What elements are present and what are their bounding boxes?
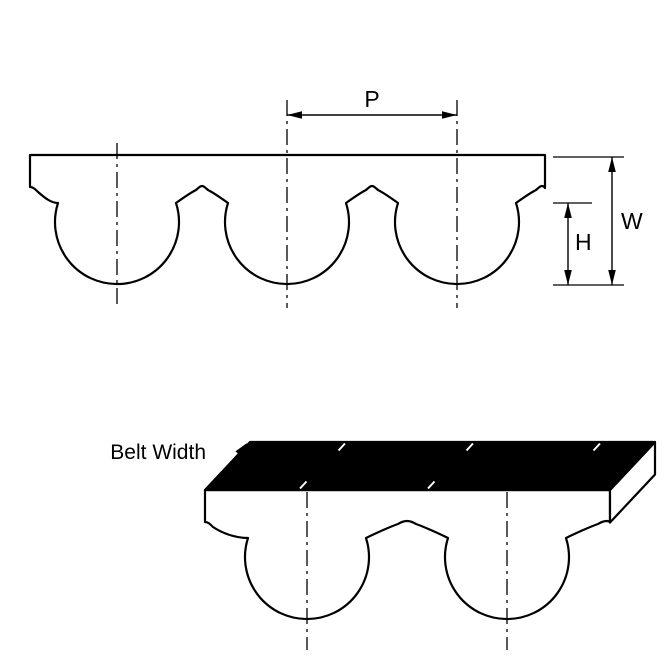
segment-tick-back-2 bbox=[465, 442, 474, 452]
segment-tick-back-3 bbox=[592, 442, 601, 452]
belt-thickness-arrow-top bbox=[608, 157, 616, 172]
pitch-arrow-right bbox=[442, 111, 457, 119]
belt-front-face bbox=[203, 488, 612, 621]
belt-top-face bbox=[203, 440, 657, 492]
tooth-height-arrow-bottom bbox=[564, 270, 572, 285]
cross-section-view: P W H bbox=[28, 86, 643, 308]
pitch-arrow-left bbox=[287, 111, 302, 119]
belt-thickness-arrow-bottom bbox=[608, 270, 616, 285]
belt-width-label: Belt Width bbox=[110, 441, 206, 464]
belt-thickness-label: W bbox=[621, 208, 643, 234]
segment-tick-back-1 bbox=[337, 442, 346, 452]
segment-tick-front-1 bbox=[299, 480, 308, 490]
belt-width-arrow-line bbox=[211, 451, 241, 487]
belt-width-arrowhead bbox=[235, 443, 247, 456]
isometric-view: Belt Width bbox=[110, 440, 657, 650]
tooth-height-arrow-top bbox=[564, 203, 572, 218]
tooth-height-label: H bbox=[575, 229, 592, 255]
pitch-label: P bbox=[364, 86, 379, 112]
segment-tick-front-2 bbox=[427, 480, 436, 490]
